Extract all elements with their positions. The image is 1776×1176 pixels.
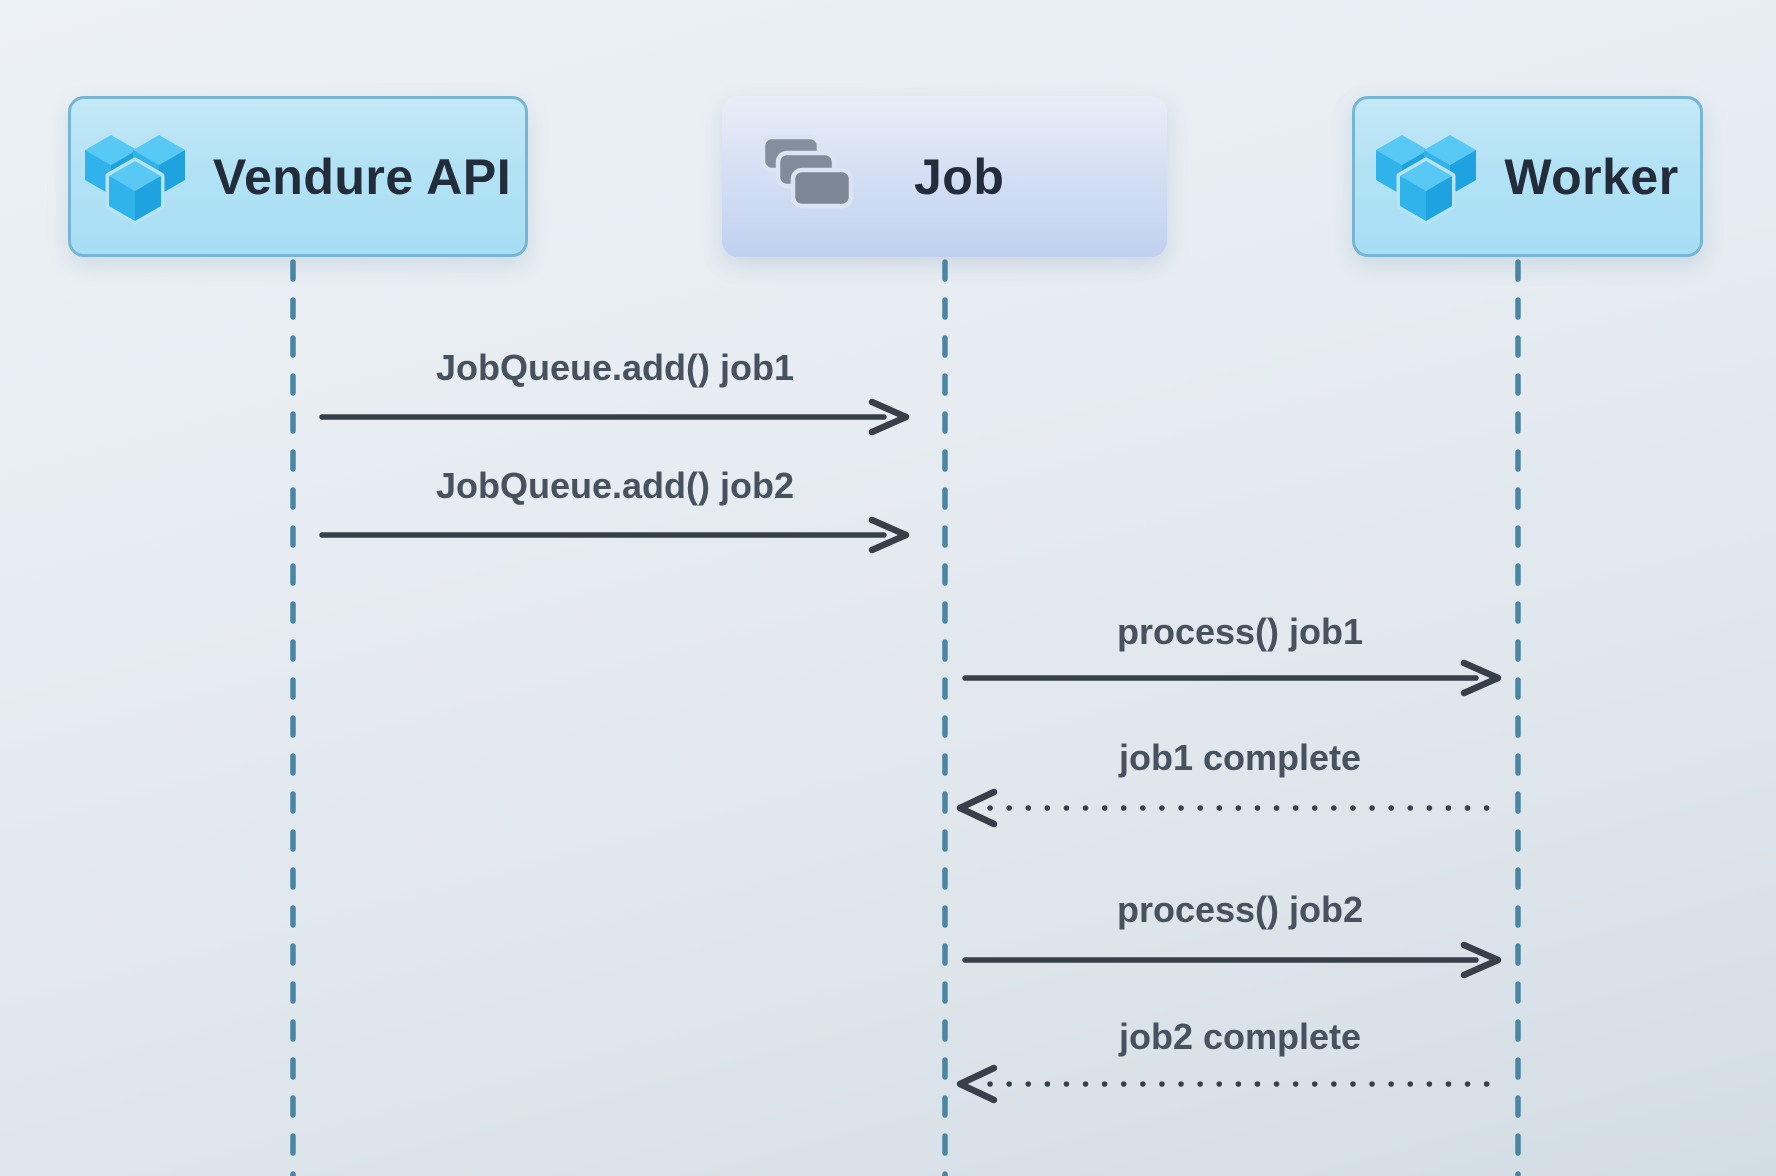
message-label-job2-complete: job2 complete: [1118, 1016, 1362, 1057]
message-arrow-job2-complete: [956, 1064, 1493, 1104]
actor-label-job: Job: [914, 148, 1005, 205]
stacked-cards-icon: [760, 134, 854, 208]
message-label-jobqueue-add-job2: JobQueue.add() job2: [435, 465, 795, 506]
message-arrow-jobqueue-add-job1: [319, 398, 910, 436]
vendure-cubes-icon: [84, 134, 185, 224]
actor-box-worker: Worker: [1352, 96, 1703, 257]
actor-label-worker: Worker: [1504, 148, 1679, 205]
message-arrow-process-job2: [962, 941, 1502, 979]
message-arrow-job1-complete: [956, 788, 1493, 828]
message-label-job1-complete: job1 complete: [1118, 737, 1362, 778]
message-arrow-jobqueue-add-job2: [319, 516, 910, 554]
message-label-jobqueue-add-job1: JobQueue.add() job1: [435, 347, 795, 388]
actor-box-job: Job: [722, 96, 1167, 257]
actor-label-vendure-api: Vendure API: [212, 148, 512, 205]
message-arrow-process-job1: [962, 659, 1502, 697]
actor-box-vendure-api: Vendure API: [68, 96, 528, 257]
message-label-process-job1: process() job1: [1116, 611, 1364, 652]
message-label-process-job2: process() job2: [1116, 889, 1364, 930]
vendure-cubes-icon: [1376, 134, 1477, 224]
